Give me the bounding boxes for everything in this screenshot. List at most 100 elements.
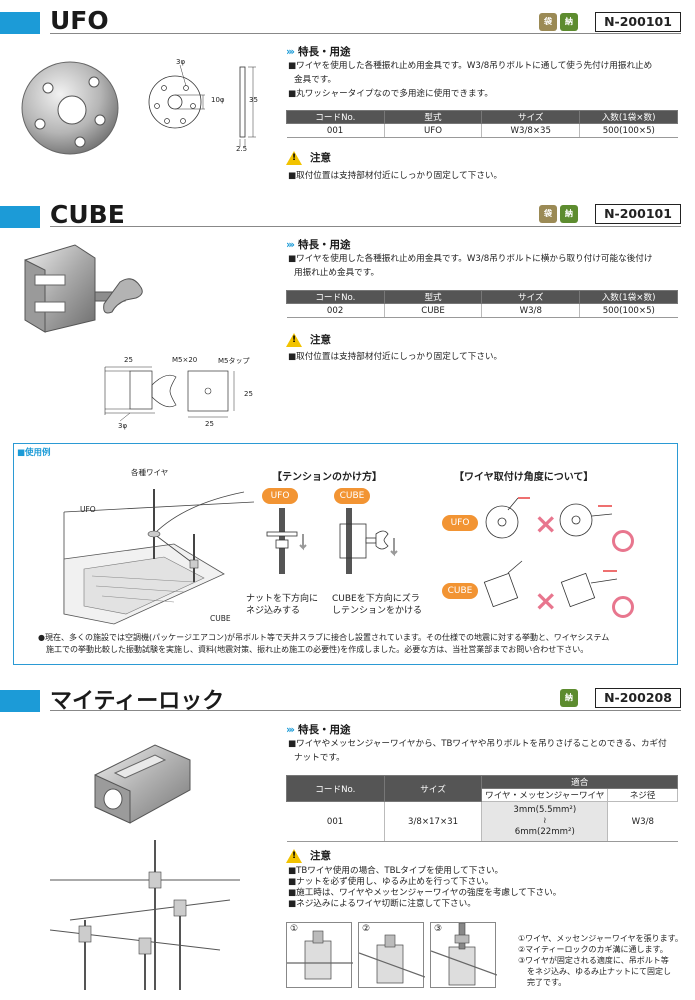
- mighty-feature-heading: ›››特長・用途: [286, 724, 351, 736]
- ufo-caution-line: ■取付位置は支持部材付近にしっかり固定して下さい。: [288, 171, 503, 181]
- table-header: コードNo.: [286, 110, 385, 124]
- step-number: ②: [362, 924, 371, 934]
- tension-ufo-badge: UFO: [262, 488, 298, 504]
- delivery-icon: 納: [560, 689, 578, 707]
- table-header: サイズ: [481, 290, 581, 304]
- cube-feature-line-2: 用振れ止め金具です。: [294, 268, 380, 278]
- ufo-rule: [50, 33, 681, 34]
- angle-cube-correct-mark: [612, 596, 634, 618]
- angle-cube-correct-diagram: [560, 570, 618, 608]
- usage-note-line-2: 施工での挙動比較した振動試験を実施し、資料(地震対策、振れ止め施工の必要性)を作…: [46, 645, 589, 654]
- table-header: コードNo.: [286, 290, 385, 304]
- cube-rule: [50, 226, 681, 227]
- cube-feature-heading: ›››特長・用途: [286, 239, 351, 251]
- mighty-spec-table: コードNo. サイズ 適合 ワイヤ・メッセンジャーワイヤ ネジ径 001 3/8…: [286, 775, 678, 842]
- table-row: 001 3/8×17×31 3mm(5.5mm²) ≀ 6mm(22mm²) W…: [286, 801, 678, 842]
- mighty-caution-line-4: ■ネジ込みによるワイヤ切断に注意して下さい。: [288, 899, 476, 909]
- mighty-feature-line-1: ■ワイヤやメッセンジャーワイヤから、TBワイヤや吊りボルトを吊りさげることのでき…: [288, 739, 667, 749]
- warning-icon: !: [286, 849, 302, 863]
- delivery-icon: 納: [560, 13, 578, 31]
- usage-label-cube: CUBE: [210, 614, 231, 623]
- wire-range-max: 6mm(22mm²): [514, 827, 575, 837]
- mighty-step-text-1: ①ワイヤ、メッセンジャーワイヤを張ります。: [518, 934, 683, 943]
- mighty-section-bar: [0, 690, 40, 712]
- mighty-installation-illustration: [50, 840, 240, 990]
- ufo-product-photo: [20, 58, 120, 158]
- mighty-step-text-5: 完了です。: [527, 978, 567, 987]
- angle-ufo-badge: UFO: [442, 515, 478, 531]
- ufo-caution-heading: !注意: [286, 150, 331, 165]
- angle-ufo-correct-diagram: [559, 503, 613, 537]
- table-header: サイズ: [383, 775, 483, 802]
- table-header: 型式: [383, 290, 483, 304]
- ufo-feature-line-1: ■ワイヤを使用した各種振れ止め用金具です。W3/8吊りボルトに通して使う先付け用…: [288, 61, 653, 71]
- table-header: 適合: [481, 775, 678, 789]
- mighty-product-photo: [85, 735, 195, 830]
- mighty-caution-line-1: ■TBワイヤ使用の場合、TBLタイプを使用して下さい。: [288, 866, 504, 876]
- ceiling-installation-illustration: [63, 489, 255, 625]
- usage-label-wire: 各種ワイヤ: [131, 468, 169, 477]
- angle-cube-wrong-diagram: [483, 560, 523, 608]
- cube-dim-h: 25: [244, 390, 253, 398]
- tension-cube-text-1: CUBEを下方向にズラ: [332, 594, 420, 604]
- angle-heading: 【ワイヤ取付け角度について】: [454, 472, 594, 483]
- bag-icon: 袋: [539, 205, 557, 223]
- cube-dim-w1: 25: [124, 356, 133, 364]
- step-panel: ③: [430, 922, 498, 988]
- ufo-dimension-drawing: [140, 55, 260, 155]
- wire-range-min: 3mm(5.5mm²): [513, 805, 577, 815]
- table-row: 001 UFO W3/8×35 500(100×5): [286, 123, 678, 138]
- ufo-feature-heading: ›››特長・用途: [286, 46, 351, 58]
- bag-icon: 袋: [539, 13, 557, 31]
- mighty-caution-line-2: ■ナットを必ず使用し、ゆるみ止めを行って下さい。: [288, 877, 494, 887]
- cube-spec-table: コードNo. 型式 サイズ 入数(1袋×数) 002 CUBE W3/8 500…: [286, 290, 678, 318]
- mighty-code-box: N-200208: [595, 688, 681, 708]
- warning-icon: !: [286, 151, 302, 165]
- tension-ufo-text-2: ネジ込みする: [246, 606, 301, 616]
- ufo-code-box: N-200101: [595, 12, 681, 32]
- cube-title: CUBE: [50, 200, 125, 229]
- cube-dim-bolt: M5×20: [172, 356, 198, 364]
- cube-dimension-drawing: [100, 355, 260, 430]
- mighty-step-text-3: ③ワイヤが固定される適度に、吊ボルト等: [518, 956, 669, 965]
- table-header: 入数(1袋×数): [579, 110, 678, 124]
- ufo-dim-thickness: 2.5: [236, 145, 248, 153]
- tension-cube-text-2: しテンションをかける: [332, 606, 423, 616]
- mighty-title: マイティーロック: [50, 689, 225, 714]
- ufo-title: UFO: [50, 6, 109, 35]
- angle-ufo-wrong-diagram: [485, 497, 530, 539]
- cube-dim-w2: 25: [205, 420, 214, 428]
- tension-cube-diagram: [339, 508, 398, 574]
- table-header: 入数(1袋×数): [579, 290, 678, 304]
- ufo-dim-diameter: 35: [249, 96, 258, 104]
- tension-ufo-text-1: ナットを下方向に: [246, 594, 319, 604]
- mighty-caution-line-3: ■施工時は、ワイヤやメッセンジャーワイヤの強度を考慮して下さい。: [288, 888, 562, 898]
- usage-example-box: ■使用例 各種ワイヤ UFO CUBE 【テンションのかけ方】 UFO CUBE…: [13, 443, 678, 665]
- table-subheader: ワイヤ・メッセンジャーワイヤ: [481, 788, 609, 802]
- step-number: ③: [434, 924, 443, 934]
- ufo-section-bar: [0, 12, 40, 34]
- table-header: 型式: [383, 110, 483, 124]
- mighty-rule: [50, 710, 681, 711]
- ufo-dim-bore: 10φ: [211, 96, 225, 104]
- tension-heading: 【テンションのかけ方】: [272, 472, 382, 483]
- cube-feature-line-1: ■ワイヤを使用した各種振れ止め用金具です。W3/8吊りボルトに横から取り付け可能…: [288, 254, 653, 264]
- step-panel: ②: [358, 922, 426, 988]
- mighty-step-text-4: をネジ込み、ゆるみ止ナットにて固定し: [527, 967, 671, 976]
- mighty-caution-heading: !注意: [286, 848, 331, 863]
- cube-code-box: N-200101: [595, 204, 681, 224]
- mighty-step-text-2: ②マイティーロックのカギ溝に通します。: [518, 945, 668, 954]
- cube-caution-line: ■取付位置は支持部材付近にしっかり固定して下さい。: [288, 352, 503, 362]
- mighty-feature-line-2: ナットです。: [294, 753, 345, 763]
- table-header: サイズ: [481, 110, 581, 124]
- tension-ufo-diagram: [266, 508, 307, 574]
- wire-range-sep: ≀: [543, 816, 547, 826]
- cube-dim-hole: 3φ: [118, 422, 128, 430]
- step-number: ①: [290, 924, 299, 934]
- tension-cube-badge: CUBE: [334, 488, 370, 504]
- ufo-spec-table: コードNo. 型式 サイズ 入数(1袋×数) 001 UFO W3/8×35 5…: [286, 110, 678, 138]
- cube-section-bar: [0, 206, 40, 228]
- ufo-feature-line-3: ■丸ワッシャータイプなので多用途に使用できます。: [288, 89, 493, 99]
- ufo-dim-hole: 3φ: [176, 58, 186, 66]
- angle-cube-wrong-mark: ×: [534, 584, 558, 617]
